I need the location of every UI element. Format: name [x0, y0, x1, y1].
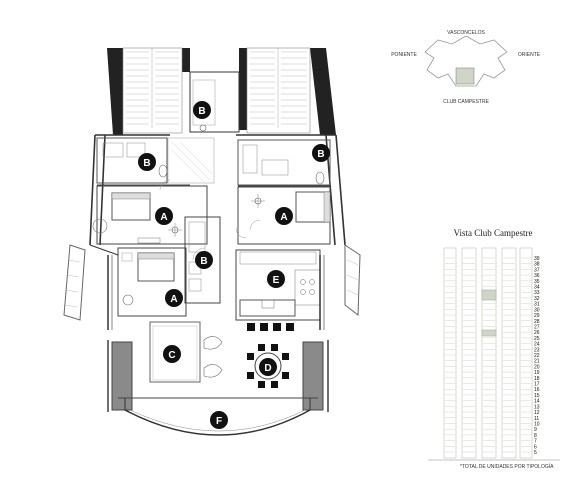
right-stair-tower [239, 47, 336, 135]
floor-number-list: 3938373635343332313029282726252423222120… [534, 256, 540, 456]
floor-number: 21 [534, 359, 540, 365]
floor-plan [63, 47, 361, 436]
floor-number: 38 [534, 262, 540, 268]
marker-a-right-bedroom: A [275, 207, 293, 225]
floor-number: 12 [534, 410, 540, 416]
svg-text:B: B [143, 158, 150, 169]
marker-a-left-bedroom: A [155, 207, 173, 225]
floor-number: 23 [534, 347, 540, 353]
floor-number: 13 [534, 404, 540, 410]
floor-number: 18 [534, 376, 540, 382]
marker-f-balcony: F [210, 411, 228, 429]
compass-north-label: VASCONCELOS [447, 30, 485, 36]
floor-number: 15 [534, 393, 540, 399]
floor-number: 10 [534, 421, 540, 427]
compass-south-label: CLUB CAMPESTRE [443, 99, 490, 105]
marker-d-dining: D [259, 358, 277, 376]
floor-number: 16 [534, 387, 540, 393]
svg-text:A: A [170, 294, 177, 305]
left-stair-tower [107, 47, 190, 135]
floor-number: 29 [534, 313, 540, 319]
svg-text:B: B [198, 106, 205, 117]
key-plan: VASCONCELOS PONIENTE ORIENTE CLUB CAMPES… [391, 30, 541, 105]
elevation-title: Vista Club Campestre [454, 228, 533, 238]
floor-number: 24 [534, 342, 540, 348]
floor-number: 25 [534, 336, 540, 342]
compass-east-label: ORIENTE [518, 52, 541, 58]
floor-number: 35 [534, 279, 540, 285]
floor-number: 37 [534, 267, 540, 273]
floor-number: 31 [534, 302, 540, 308]
svg-text:A: A [160, 212, 167, 223]
compass-west-label: PONIENTE [391, 52, 417, 58]
floor-number: 27 [534, 324, 540, 330]
elevation-view: Vista Club Campestre 3938373635343332313… [428, 228, 560, 470]
svg-text:D: D [264, 363, 271, 374]
floor-number: 5 [534, 450, 537, 456]
marker-e-kitchen: E [267, 270, 285, 288]
svg-text:C: C [168, 350, 175, 361]
svg-text:B: B [200, 256, 207, 267]
floor-number: 11 [534, 416, 539, 422]
svg-text:F: F [216, 416, 222, 427]
svg-text:E: E [273, 275, 280, 286]
svg-text:B: B [317, 149, 324, 160]
floor-number: 17 [534, 382, 540, 388]
marker-b-left-bath: B [138, 153, 156, 171]
floor-number: 22 [534, 353, 540, 359]
floor-number: 32 [534, 296, 540, 302]
floor-number: 34 [534, 285, 540, 291]
marker-c-living: C [163, 345, 181, 363]
marker-b-middle-bath: B [195, 251, 213, 269]
marker-b-service: B [193, 101, 211, 119]
floor-number: 26 [534, 330, 540, 336]
floor-number: 8 [534, 433, 537, 439]
floor-number: 19 [534, 370, 540, 376]
floor-number: 6 [534, 444, 537, 450]
floor-number: 36 [534, 273, 540, 279]
elevation-footnote: *TOTAL DE UNIDADES POR TIPOLOGÍA [460, 463, 554, 470]
marker-a-lower-bedroom: A [165, 289, 183, 307]
floor-number: 30 [534, 307, 540, 313]
floor-number: 7 [534, 439, 537, 445]
marker-b-right-bath: B [312, 144, 330, 162]
floor-number: 14 [534, 399, 540, 405]
floor-number: 20 [534, 364, 540, 370]
floor-number: 9 [534, 427, 537, 433]
floor-number: 28 [534, 319, 540, 325]
floor-number: 33 [534, 290, 540, 296]
svg-text:A: A [280, 212, 287, 223]
floor-number: 39 [534, 256, 540, 262]
